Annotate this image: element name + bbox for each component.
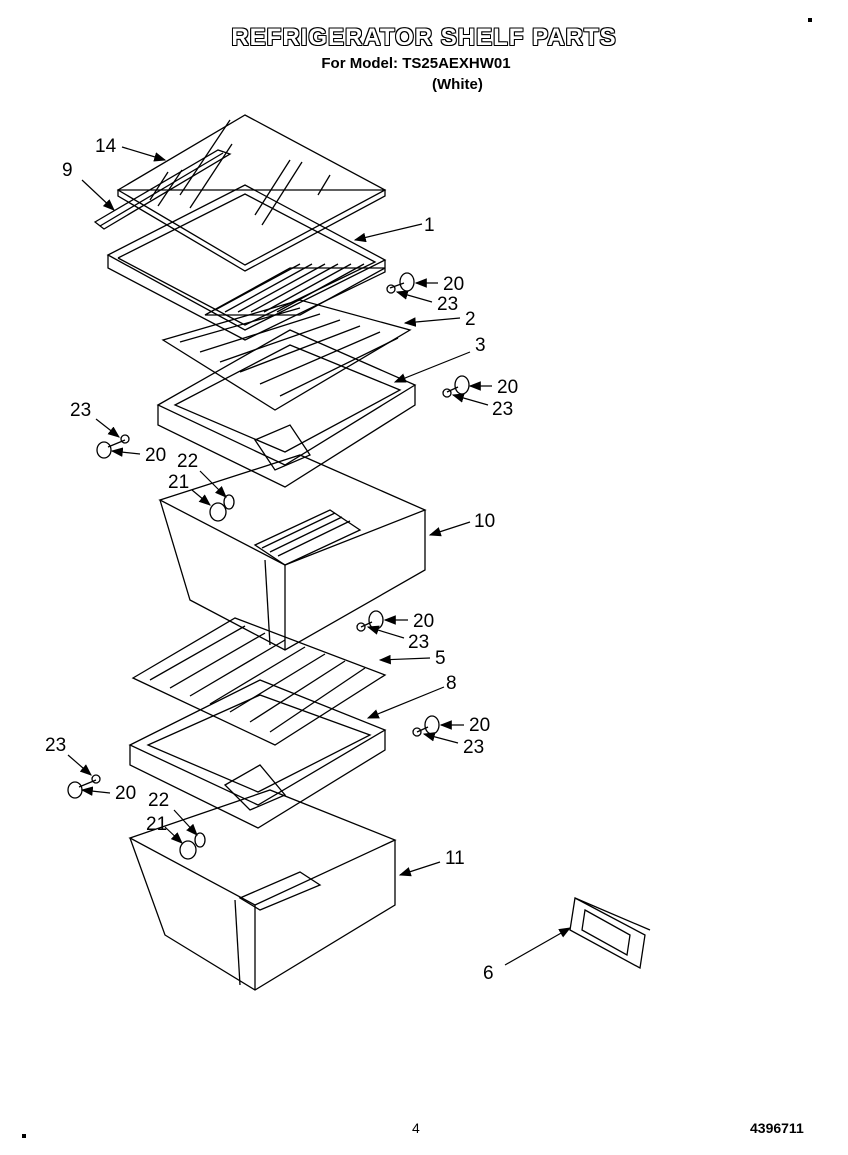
callout-5: 5 — [435, 648, 446, 669]
page-number: 4 — [412, 1120, 420, 1136]
label-frame-part-6 — [569, 896, 651, 970]
callout-2: 2 — [465, 309, 476, 330]
callout-20: 20 — [413, 611, 434, 632]
callout-10: 10 — [474, 511, 495, 532]
callout-6: 6 — [483, 963, 494, 984]
document-number: 4396711 — [750, 1120, 804, 1136]
color-variant: (White) — [432, 76, 483, 93]
callout-23: 23 — [70, 400, 91, 421]
corner-mark — [808, 18, 812, 22]
cover-frame-part-3 — [156, 329, 417, 488]
crisper-cover-part-2 — [161, 263, 412, 411]
cover-frame-part-8 — [128, 679, 387, 829]
shelf-trim-part-9 — [93, 149, 232, 230]
callout-23: 23 — [463, 737, 484, 758]
model-line: For Model: TS25AEXHW01 — [321, 55, 511, 72]
callout-23: 23 — [437, 294, 458, 315]
callout-8: 8 — [446, 673, 457, 694]
callout-labels: 14 9 1 20 23 2 3 20 23 23 20 22 21 10 20… — [45, 136, 518, 984]
callout-20: 20 — [115, 783, 136, 804]
callout-20: 20 — [443, 274, 464, 295]
callout-20: 20 — [145, 445, 166, 466]
callout-22: 22 — [177, 451, 198, 472]
glass-shelf-part-14 — [116, 114, 387, 272]
callout-23: 23 — [45, 735, 66, 756]
corner-mark — [22, 1134, 26, 1138]
crisper-drawer-part-11 — [128, 789, 397, 991]
callout-3: 3 — [475, 335, 486, 356]
callout-20: 20 — [497, 377, 518, 398]
callout-14: 14 — [95, 136, 117, 157]
callout-9: 9 — [62, 160, 73, 181]
callout-23: 23 — [492, 399, 513, 420]
callout-22: 22 — [148, 790, 169, 811]
leader-arrows — [67, 146, 572, 966]
crisper-drawer-part-10 — [158, 454, 427, 651]
callout-1: 1 — [424, 215, 435, 236]
crisper-cover-part-5 — [131, 617, 387, 746]
callout-20: 20 — [469, 715, 490, 736]
callout-21: 21 — [146, 814, 167, 835]
callout-11: 11 — [445, 848, 465, 869]
page-title: REFRIGERATOR SHELF PARTS — [231, 24, 617, 51]
callout-23: 23 — [408, 632, 429, 653]
callout-21: 21 — [168, 472, 189, 493]
hardware-parts — [67, 272, 470, 860]
